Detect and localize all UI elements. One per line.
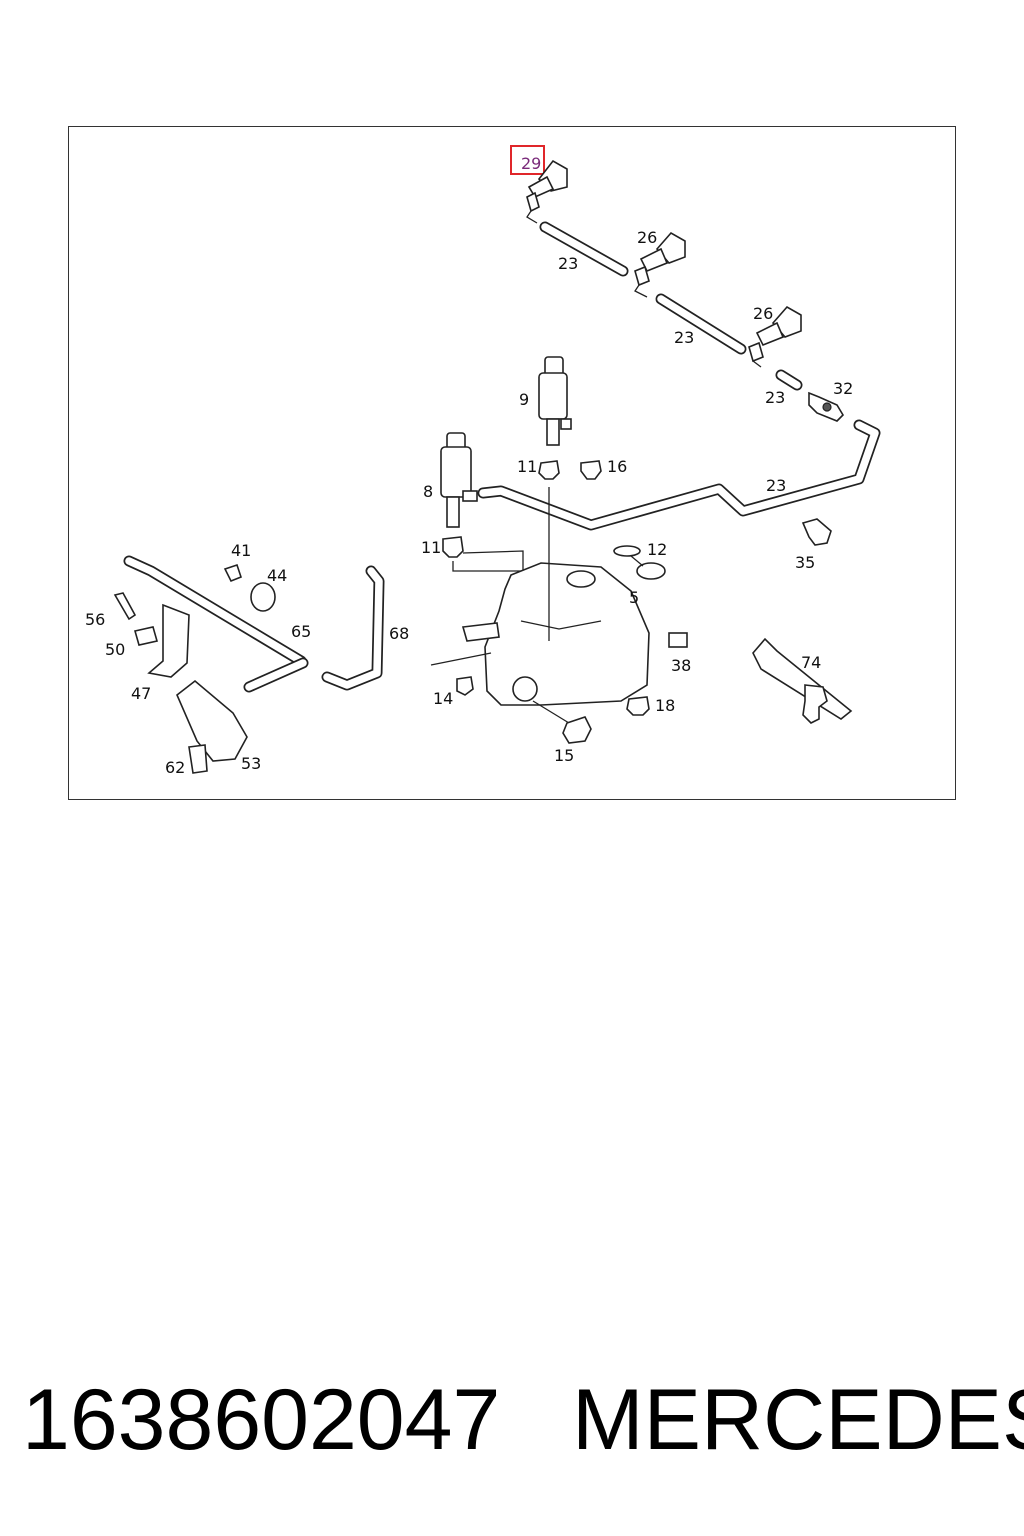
hose-23-a[interactable]: [539, 221, 629, 277]
highlight-box[interactable]: [510, 145, 545, 175]
clip-50[interactable]: [133, 626, 159, 646]
callout-68: 68: [389, 624, 409, 643]
grommet-11-b[interactable]: [442, 536, 464, 558]
callout-8: 8: [423, 482, 433, 501]
hose-clip-41[interactable]: [223, 563, 242, 583]
hose-23-d[interactable]: [477, 419, 881, 531]
bracket-47[interactable]: [147, 603, 190, 678]
callout-38: 38: [671, 656, 691, 675]
callout-11-a: 11: [517, 457, 537, 476]
callout-23-b: 23: [674, 328, 694, 347]
washer-reservoir-5[interactable]: [452, 487, 650, 706]
clip-38[interactable]: [668, 632, 688, 648]
callout-18: 18: [655, 696, 675, 715]
callout-26-a: 26: [637, 228, 657, 247]
callout-41: 41: [231, 541, 251, 560]
washer-pump-53[interactable]: [176, 679, 248, 774]
clip-35[interactable]: [801, 518, 832, 546]
callout-47: 47: [131, 684, 151, 703]
callout-50: 50: [105, 640, 125, 659]
callout-35: 35: [795, 553, 815, 572]
screw-14[interactable]: [430, 652, 492, 696]
hose-23-c[interactable]: [775, 369, 803, 391]
callout-26-b: 26: [753, 304, 773, 323]
washer-pump-9[interactable]: [538, 356, 572, 446]
check-valve-32[interactable]: [808, 391, 845, 422]
grommet-15[interactable]: [532, 700, 592, 744]
washer-nozzle-26-a[interactable]: [634, 231, 686, 298]
callout-53: 53: [241, 754, 261, 773]
parts-diagram: 29 23 26 23 26 23 32: [68, 126, 956, 800]
callout-56: 56: [85, 610, 105, 629]
filler-cap-12[interactable]: [613, 545, 666, 580]
callout-15: 15: [554, 746, 574, 765]
bracket-74[interactable]: [752, 637, 853, 724]
callout-23-c: 23: [765, 388, 785, 407]
callout-29[interactable]: 29: [521, 154, 541, 173]
callout-62: 62: [165, 758, 185, 777]
callout-23-a: 23: [558, 254, 578, 273]
brand-name: MERCEDES: [572, 1372, 1024, 1468]
hose-65[interactable]: [123, 555, 309, 693]
callout-9: 9: [519, 390, 529, 409]
washer-nozzle-26-b[interactable]: [748, 305, 802, 368]
washer-pump-8[interactable]: [440, 432, 478, 528]
callout-11-b: 11: [421, 538, 441, 557]
part-number: 1638602047: [22, 1372, 501, 1468]
grommet-44[interactable]: [250, 582, 276, 612]
hose-23-b[interactable]: [655, 293, 747, 355]
callout-5: 5: [629, 588, 639, 607]
hose-68[interactable]: [321, 565, 385, 691]
connector-56[interactable]: [113, 592, 137, 621]
callout-74: 74: [801, 653, 821, 672]
grommet-18[interactable]: [626, 696, 650, 716]
callout-14: 14: [433, 689, 453, 708]
callout-12: 12: [647, 540, 667, 559]
washer-nozzle-29[interactable]: [526, 159, 568, 224]
callout-44: 44: [267, 566, 287, 585]
callout-16: 16: [607, 457, 627, 476]
part-caption: 1638602047 MERCEDES: [0, 1365, 1024, 1475]
callout-32: 32: [833, 379, 853, 398]
plug-16[interactable]: [580, 460, 602, 480]
diagram-drawing: 29 23 26 23 26 23 32: [85, 145, 881, 777]
callout-23-d: 23: [766, 476, 786, 495]
callout-65: 65: [291, 622, 311, 641]
grommet-11-a[interactable]: [538, 460, 560, 480]
